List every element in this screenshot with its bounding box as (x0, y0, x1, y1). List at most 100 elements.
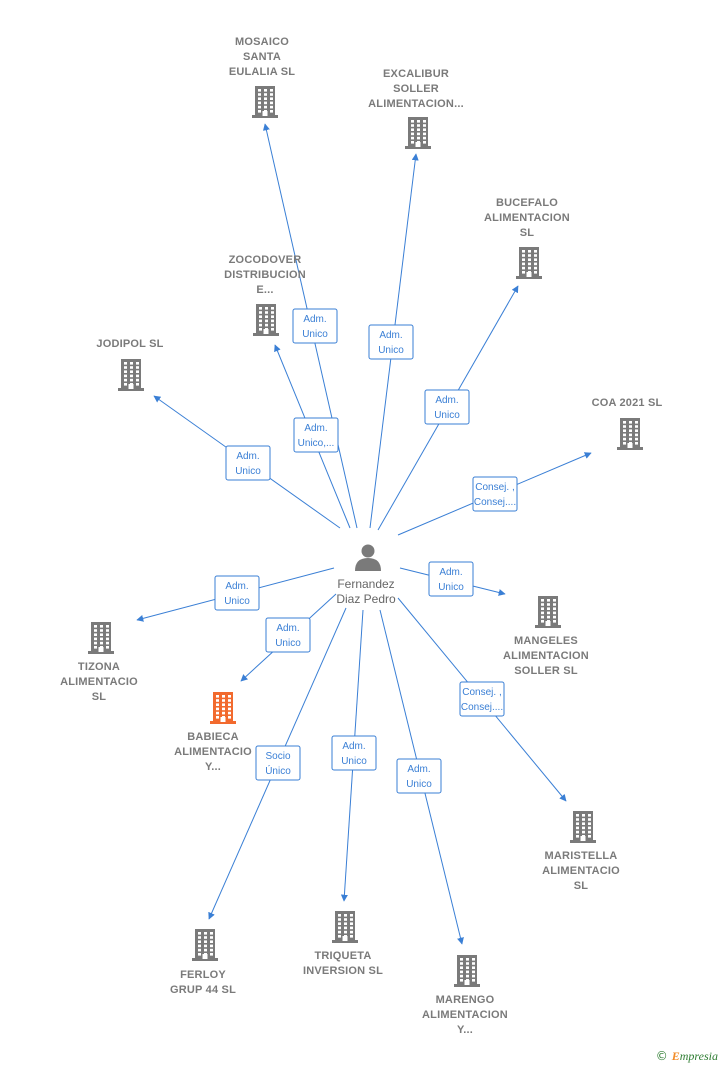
role-label-box (424, 389, 470, 425)
role-label-marengo[interactable]: Adm.Unico (396, 758, 442, 794)
role-label-box (265, 617, 311, 653)
company-label: ALIMENTACION (503, 650, 589, 662)
role-text: Adm. (303, 314, 326, 325)
role-label-bucefalo[interactable]: Adm.Unico (424, 389, 470, 425)
role-text: Adm. (304, 423, 327, 434)
person-icon (355, 544, 381, 571)
role-label-box (255, 745, 301, 781)
role-text: Unico (275, 638, 301, 649)
company-label: COA 2021 SL (592, 397, 663, 409)
company-label: BUCEFALO (496, 197, 558, 209)
building-icon (454, 955, 480, 987)
company-node-babieca[interactable]: BABIECAALIMENTACIOY... (174, 692, 252, 773)
company-label: ALIMENTACION (484, 212, 570, 224)
building-icon (118, 359, 144, 391)
company-label: MOSAICO (235, 36, 289, 48)
company-label: E... (256, 284, 273, 296)
company-node-marengo[interactable]: MARENGOALIMENTACIONY... (422, 955, 508, 1036)
building-icon (210, 692, 236, 724)
role-label-box (214, 575, 260, 611)
building-icon (535, 596, 561, 628)
company-node-zocodover[interactable]: ZOCODOVER DISTRIBUCION E... (224, 254, 306, 336)
role-text: Consej.... (474, 497, 516, 508)
role-text: Unico (341, 756, 367, 767)
role-label-tizona[interactable]: Adm.Unico (214, 575, 260, 611)
role-label-jodipol[interactable]: Adm. Unico (225, 445, 271, 481)
role-text: Adm. (439, 567, 462, 578)
role-label-mosaico[interactable]: Adm. Unico (292, 308, 338, 344)
building-icon (332, 911, 358, 943)
company-label: SOLLER (393, 83, 439, 95)
role-label-box (331, 735, 377, 771)
building-icon (516, 247, 542, 279)
role-label-maristella[interactable]: Consej. ,Consej.... (459, 681, 505, 717)
role-text: Unico (302, 329, 328, 340)
company-label: GRUP 44 SL (170, 984, 236, 996)
company-node-excalibur[interactable]: EXCALIBURSOLLERALIMENTACION... (368, 68, 464, 149)
copyright-icon: © (655, 1049, 668, 1063)
company-node-triqueta[interactable]: TRIQUETA INVERSION SL (303, 911, 383, 977)
company-label: Y... (205, 761, 221, 773)
role-label-box (396, 758, 442, 794)
brand-name: mpresia (679, 1049, 718, 1063)
role-label-box (225, 445, 271, 481)
role-label-box (292, 308, 338, 344)
role-label-coa[interactable]: Consej. , Consej.... (472, 476, 518, 512)
role-text: Socio (265, 751, 290, 762)
company-label: EXCALIBUR (383, 68, 449, 80)
company-node-maristella[interactable]: MARISTELLA ALIMENTACIO SL (542, 811, 620, 892)
company-label: DISTRIBUCION (224, 269, 306, 281)
company-label: MARISTELLA (545, 850, 618, 862)
company-node-jodipol[interactable]: JODIPOL SL (96, 338, 163, 391)
building-icon (88, 622, 114, 654)
role-text: Unico (235, 466, 261, 477)
company-label: EULALIA SL (229, 66, 295, 78)
role-text: Único (265, 764, 291, 777)
role-text: Adm. (379, 330, 402, 341)
role-label-box (459, 681, 505, 717)
company-label: ALIMENTACIO (60, 676, 138, 688)
role-label-box (368, 324, 414, 360)
company-label: SANTA (243, 51, 281, 63)
company-label: TRIQUETA (314, 950, 371, 962)
company-label: TIZONA (78, 661, 120, 673)
role-label-triqueta[interactable]: Adm.Unico (331, 735, 377, 771)
company-label: SL (574, 880, 589, 892)
company-label: JODIPOL SL (96, 338, 163, 350)
role-text: Adm. (276, 623, 299, 634)
role-label-excalibur[interactable]: Adm.Unico (368, 324, 414, 360)
nodes-layer: MOSAICO SANTA EULALIA SL EXCALIBUR SOLLER ALI… (60, 36, 662, 1036)
person-name: Diaz Pedro (336, 592, 396, 606)
company-label: Y... (457, 1024, 473, 1036)
company-label: ALIMENTACIO (542, 865, 620, 877)
company-node-mosaico[interactable]: MOSAICO SANTA EULALIA SL (229, 36, 295, 118)
company-label: SOLLER SL (514, 665, 578, 677)
role-text: Unico (406, 779, 432, 790)
role-text: Unico (438, 582, 464, 593)
building-icon (192, 929, 218, 961)
role-label-box (293, 417, 339, 453)
footer-brand[interactable]: ©Empresia (656, 1049, 718, 1064)
role-label-babieca[interactable]: Adm. Unico (265, 617, 311, 653)
role-label-zocodover[interactable]: Adm.Unico,... (293, 417, 339, 453)
role-text: Adm. (236, 451, 259, 462)
building-icon (253, 304, 279, 336)
role-label-mangeles[interactable]: Adm. Unico (428, 561, 474, 597)
company-label: ZOCODOVER (229, 254, 302, 266)
role-text: Unico (434, 410, 460, 421)
role-text: Consej. , (462, 687, 501, 698)
building-icon (617, 418, 643, 450)
brand-initial: E (671, 1049, 680, 1063)
company-node-coa[interactable]: COA 2021 SL (592, 397, 663, 450)
role-text: Consej. , (475, 482, 514, 493)
role-label-box (428, 561, 474, 597)
role-text: Adm. (225, 581, 248, 592)
company-label: INVERSION SL (303, 965, 383, 977)
